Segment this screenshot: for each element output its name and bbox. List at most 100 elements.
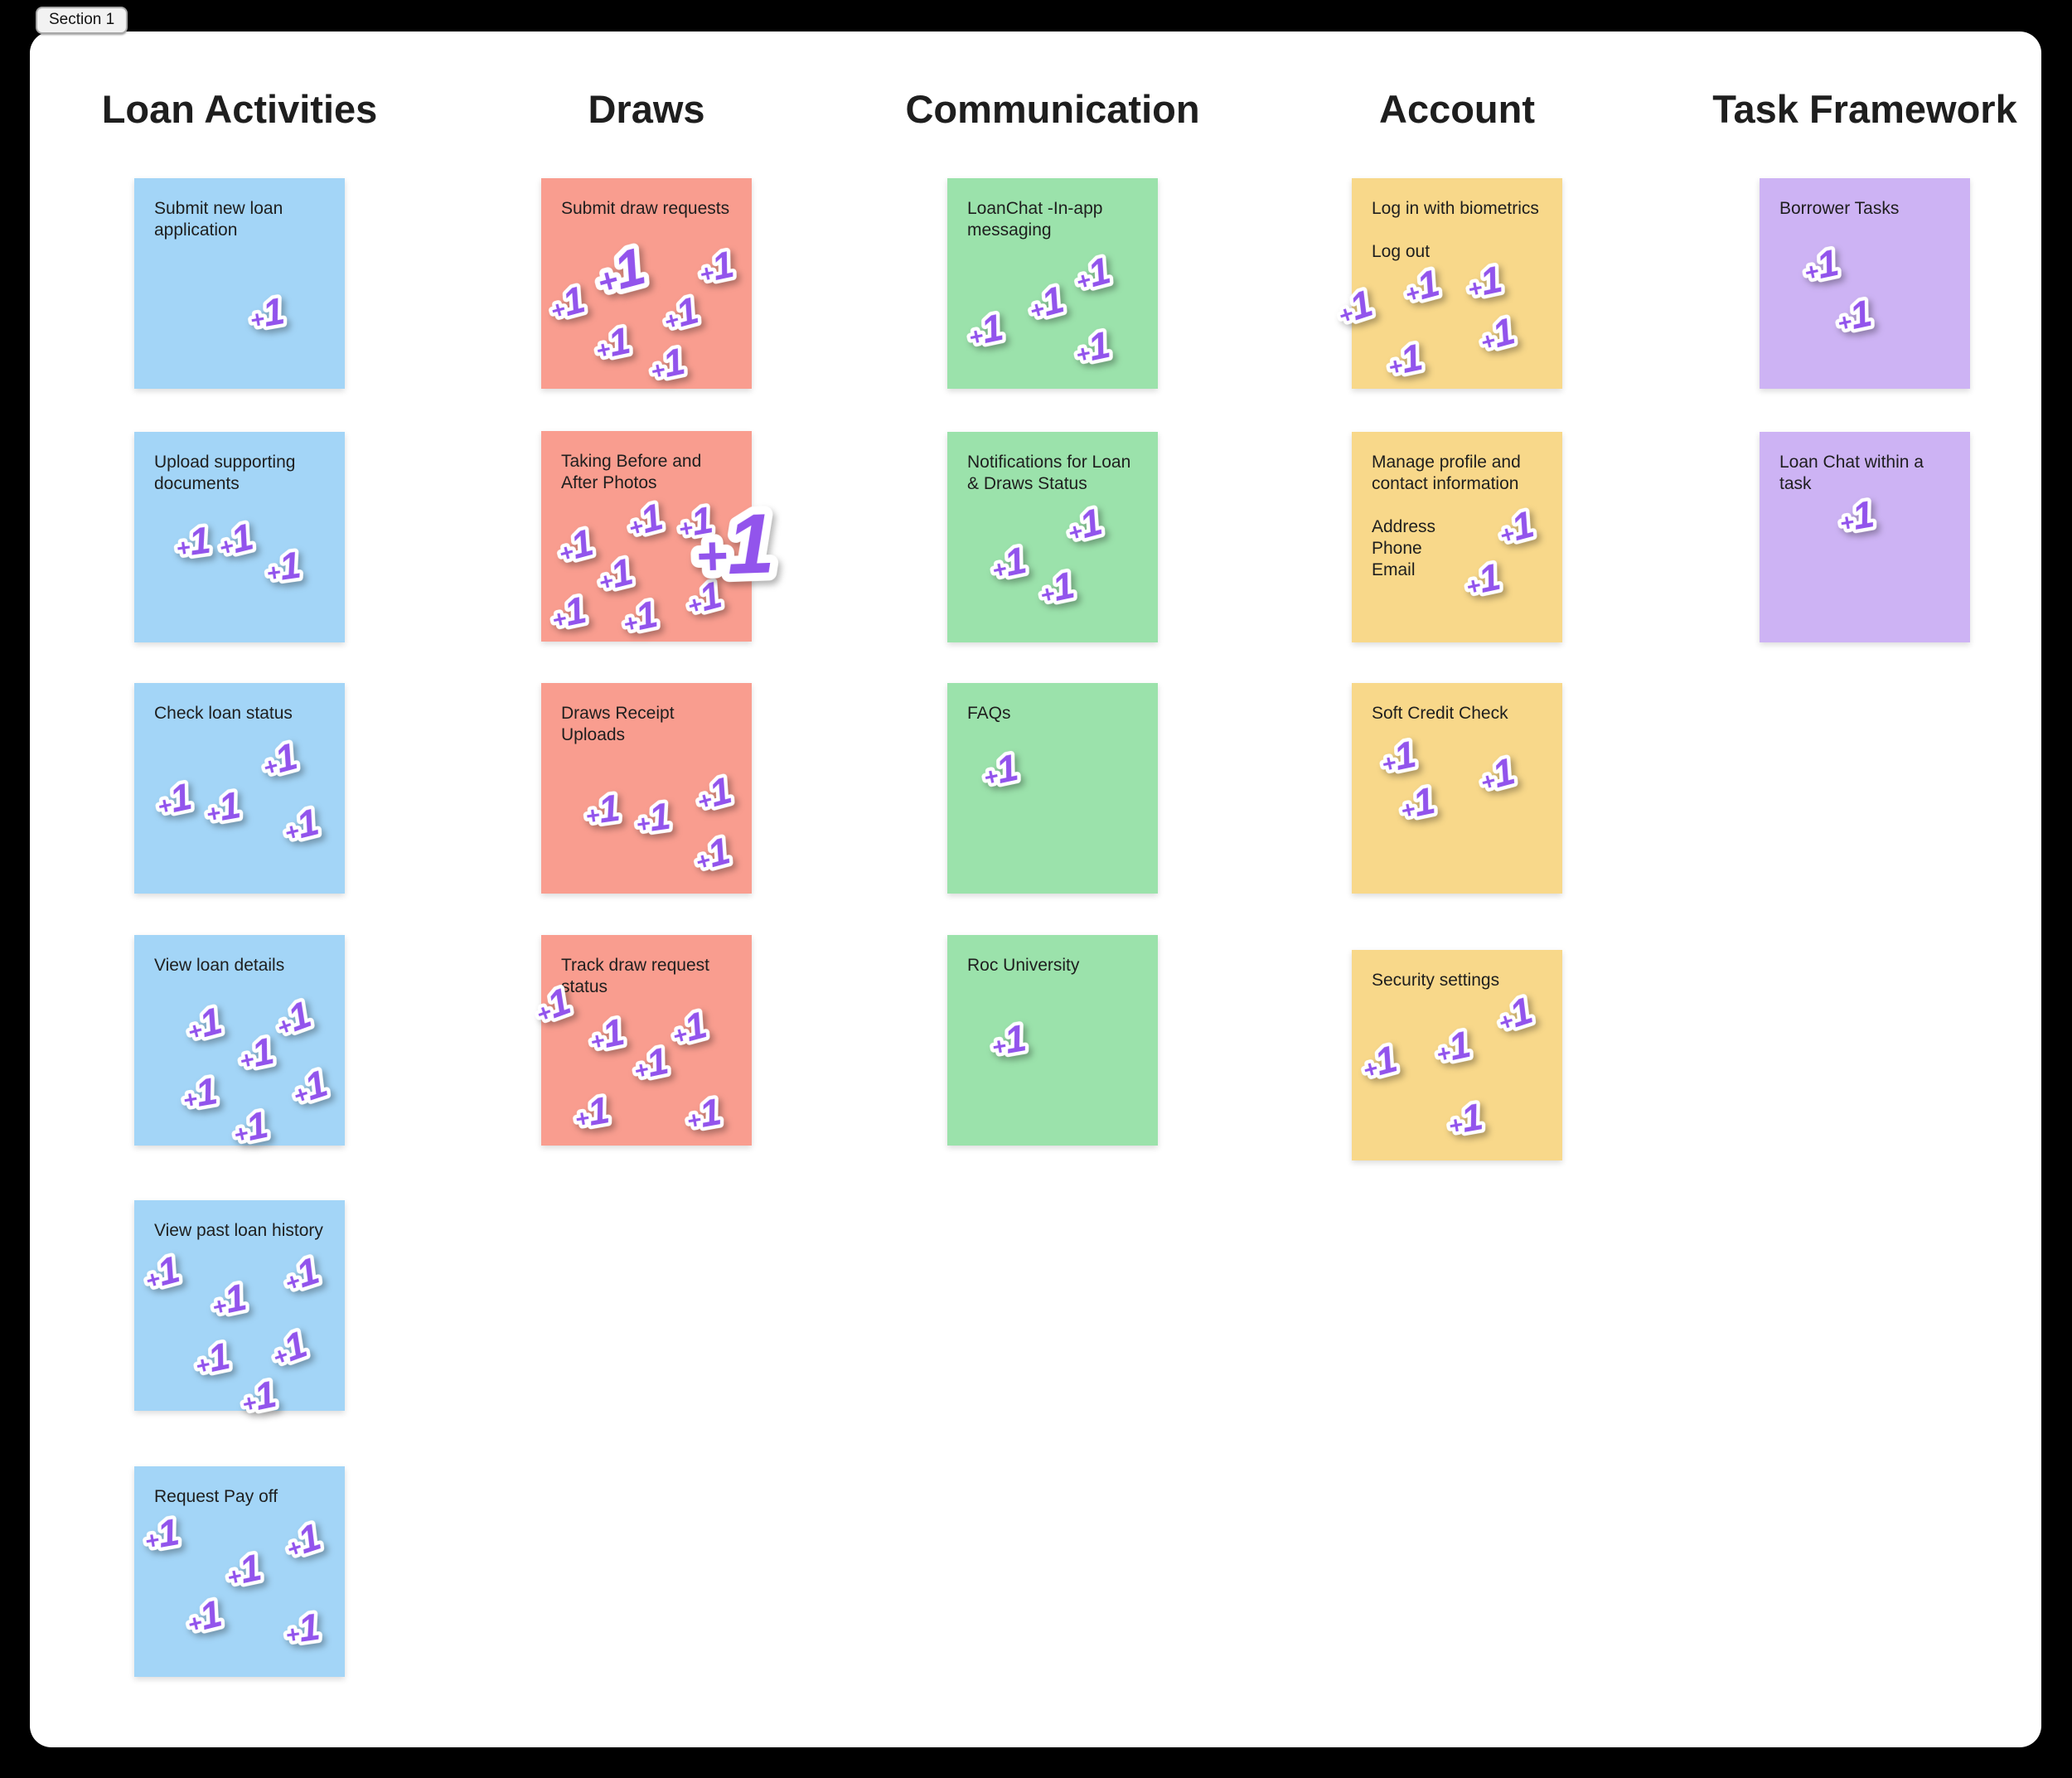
sticky-note[interactable]: Submit draw requests+1+1+1+1+1+1+1+1+1+1… <box>541 178 752 390</box>
plus-one-stamp-icon[interactable]: +1+1 <box>620 492 677 546</box>
plus-one-stamp-icon[interactable]: +1+1 <box>580 782 633 835</box>
sticky-note[interactable]: Track draw request status+1+1+1+1+1+1+1+… <box>530 935 752 1146</box>
plus-one-stamp-icon[interactable]: +1+1 <box>226 1099 282 1152</box>
sticky-note[interactable]: Loan Chat within a task+1+1 <box>1760 432 1970 642</box>
plus-one-stamp-icon[interactable]: +1+1 <box>687 487 801 600</box>
plus-one-stamp-icon[interactable]: +1+1 <box>569 1085 623 1137</box>
plus-one-stamp-icon[interactable]: +1+1 <box>961 303 1017 356</box>
plus-one-stamp-icon[interactable]: +1+1 <box>631 791 684 843</box>
plus-one-stamp-icon[interactable]: +1+1 <box>277 797 333 850</box>
plus-one-stamp-icon[interactable]: +1+1 <box>233 1025 288 1078</box>
plus-one-stamp-icon[interactable]: +1+1 <box>284 1058 342 1114</box>
section-label[interactable]: Section 1 <box>36 7 128 34</box>
plus-one-stamp-icon[interactable]: +1+1 <box>235 1369 290 1422</box>
plus-one-stamp-icon[interactable]: +1+1 <box>1355 1034 1412 1088</box>
sticky-note[interactable]: Manage profile and contact information A… <box>1352 432 1562 642</box>
plus-one-stamp-icon[interactable]: +1+1 <box>255 731 312 786</box>
plus-one-stamp-icon[interactable]: +1+1 <box>680 1087 735 1139</box>
plus-one-stamp-icon[interactable]: +1+1 <box>1831 288 1886 341</box>
plus-one-stamp-icon[interactable]: +1+1 <box>542 274 599 329</box>
plus-one-stamp-icon[interactable]: +1+1 <box>589 315 645 368</box>
sticky-note[interactable]: Check loan status+1+1+1+1+1+1+1+1 <box>134 683 345 894</box>
sticky-note[interactable]: Log in with biometrics Log out+1+1+1+1+1… <box>1332 178 1562 389</box>
plus-one-stamp-icon[interactable]: +1+1 <box>1473 746 1530 801</box>
sticky-note[interactable]: LoanChat -In-app messaging+1+1+1+1+1+1+1… <box>947 178 1158 389</box>
plus-one-stamp-icon[interactable]: +1+1 <box>180 996 237 1050</box>
sticky-note[interactable]: Draws Receipt Uploads+1+1+1+1+1+1+1+1 <box>541 683 752 894</box>
plus-one-stamp-icon[interactable]: +1+1 <box>1069 319 1125 372</box>
plus-one-stamp-icon[interactable]: +1+1 <box>1833 489 1888 541</box>
plus-one-stamp-icon[interactable]: +1+1 <box>1489 984 1547 1040</box>
plus-one-stamp-icon[interactable]: +1+1 <box>985 535 1040 588</box>
plus-one-stamp-icon[interactable]: +1+1 <box>244 286 298 338</box>
sticky-note[interactable]: Request Pay off+1+1+1+1+1+1+1+1+1+1 <box>134 1466 345 1677</box>
plus-one-stamp-icon[interactable]: +1+1 <box>211 511 268 565</box>
sticky-note[interactable]: Submit new loan application+1+1 <box>134 178 345 389</box>
plus-one-stamp-icon[interactable]: +1+1 <box>276 1245 334 1301</box>
column-header-task-framework[interactable]: Task Framework <box>1712 87 2017 131</box>
sticky-note[interactable]: Soft Credit Check+1+1+1+1+1+1 <box>1352 683 1562 894</box>
plus-one-stamp-icon[interactable]: +1+1 <box>263 1318 322 1375</box>
plus-one-stamp-icon[interactable]: +1+1 <box>1397 258 1455 312</box>
plus-one-stamp-icon[interactable]: +1+1 <box>687 826 744 880</box>
sticky-note[interactable]: FAQs+1+1 <box>947 683 1158 894</box>
plus-one-stamp-icon[interactable]: +1+1 <box>206 1272 261 1325</box>
plus-one-stamp-icon[interactable]: +1+1 <box>627 1036 683 1089</box>
sticky-note[interactable]: View past loan history+1+1+1+1+1+1+1+1+1… <box>134 1200 345 1422</box>
plus-one-stamp-icon[interactable]: +1+1 <box>278 1511 336 1567</box>
plus-one-stamp-icon[interactable]: +1+1 <box>1442 1091 1497 1143</box>
column-header-account[interactable]: Account <box>1379 87 1535 131</box>
svg-text:+1: +1 <box>1491 988 1537 1039</box>
plus-one-stamp-icon[interactable]: +1+1 <box>267 988 326 1045</box>
plus-one-stamp-icon[interactable]: +1+1 <box>177 1066 231 1118</box>
column-header-communication[interactable]: Communication <box>905 87 1200 131</box>
plus-one-stamp-icon[interactable]: +1+1 <box>617 589 672 642</box>
plus-one-stamp-icon[interactable]: +1+1 <box>985 1013 1040 1065</box>
sticky-note[interactable]: Borrower Tasks+1+1+1+1 <box>1760 178 1970 389</box>
plus-one-stamp-icon[interactable]: +1+1 <box>220 1542 276 1595</box>
plus-one-stamp-icon[interactable]: +1+1 <box>180 1588 236 1642</box>
plus-one-stamp-icon[interactable]: +1+1 <box>976 742 1032 795</box>
plus-one-stamp-icon[interactable]: +1+1 <box>171 515 224 567</box>
plus-one-stamp-icon[interactable]: +1+1 <box>679 569 736 624</box>
plus-one-stamp-icon[interactable]: +1+1 <box>1473 306 1530 361</box>
column-header-loan-activities[interactable]: Loan Activities <box>101 87 378 131</box>
plus-one-stamp-icon[interactable]: +1+1 <box>1034 560 1089 613</box>
plus-one-stamp-icon[interactable]: +1+1 <box>138 1244 195 1299</box>
plus-one-stamp-icon[interactable]: +1+1 <box>1797 237 1852 290</box>
plus-one-stamp-icon[interactable]: +1+1 <box>586 230 666 306</box>
plus-one-stamp-icon[interactable]: +1+1 <box>1393 776 1449 829</box>
plus-one-stamp-icon[interactable]: +1+1 <box>1329 278 1387 334</box>
plus-one-stamp-icon[interactable]: +1+1 <box>138 1506 193 1558</box>
sticky-note[interactable]: View loan details+1+1+1+1+1+1+1+1+1+1+1+… <box>134 935 345 1152</box>
plus-one-stamp-icon[interactable]: +1+1 <box>1381 332 1436 385</box>
svg-text:+1: +1 <box>213 515 257 564</box>
plus-one-stamp-icon[interactable]: +1+1 <box>1461 254 1517 307</box>
plus-one-stamp-icon[interactable]: +1+1 <box>1374 729 1430 782</box>
sticky-note[interactable]: Upload supporting documents+1+1+1+1+1+1 <box>134 432 345 642</box>
plus-one-stamp-icon[interactable]: +1+1 <box>189 1330 244 1383</box>
plus-one-stamp-icon[interactable]: +1+1 <box>280 1601 333 1654</box>
plus-one-stamp-icon[interactable]: +1+1 <box>1068 245 1126 300</box>
column-header-draws[interactable]: Draws <box>588 87 705 131</box>
plus-one-stamp-icon[interactable]: +1+1 <box>261 540 314 592</box>
sticky-note[interactable]: Notifications for Loan & Draws Status+1+… <box>947 432 1158 642</box>
plus-one-stamp-icon[interactable]: +1+1 <box>690 764 747 819</box>
plus-one-stamp-icon[interactable]: +1+1 <box>1459 552 1514 605</box>
plus-one-stamp-icon[interactable]: +1+1 <box>692 239 748 292</box>
plus-one-stamp-icon[interactable]: +1+1 <box>665 1000 722 1054</box>
plus-one-stamp-icon[interactable]: +1+1 <box>151 772 206 825</box>
plus-one-stamp-icon[interactable]: +1+1 <box>545 584 601 637</box>
sticky-note[interactable]: Security settings+1+1+1+1+1+1+1+1 <box>1352 950 1562 1160</box>
plus-one-stamp-icon[interactable]: +1+1 <box>644 336 700 389</box>
plus-one-stamp-icon[interactable]: +1+1 <box>591 546 647 600</box>
sticky-note[interactable]: Taking Before and After Photos+1+1+1+1+1… <box>541 431 784 642</box>
plus-one-stamp-icon[interactable]: +1+1 <box>1060 497 1117 551</box>
plus-one-stamp-icon[interactable]: +1+1 <box>1022 274 1079 329</box>
plus-one-stamp-icon[interactable]: +1+1 <box>656 285 713 340</box>
plus-one-stamp-icon[interactable]: +1+1 <box>200 780 254 832</box>
plus-one-stamp-icon[interactable]: +1+1 <box>1430 1020 1485 1073</box>
sticky-note[interactable]: Roc University+1+1 <box>947 935 1158 1146</box>
svg-text:+1: +1 <box>691 768 736 818</box>
